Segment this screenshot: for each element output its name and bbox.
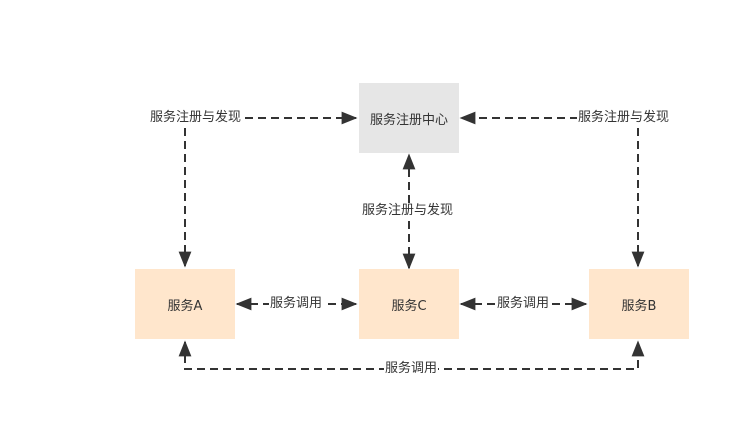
service-c-node[interactable]: 服务C xyxy=(359,269,459,339)
edge-label-b-registry: 服务注册与发现 xyxy=(577,110,671,126)
edge-a-registry xyxy=(178,111,358,268)
edge-label-a-c: 服务调用 xyxy=(269,296,324,312)
edge-label-c-b: 服务调用 xyxy=(496,296,551,312)
edge-label-a-registry: 服务注册与发现 xyxy=(149,110,243,126)
service-a-node[interactable]: 服务A xyxy=(135,269,235,339)
registry-node[interactable]: 服务注册中心 xyxy=(359,83,459,153)
edge-b-registry xyxy=(459,111,645,268)
registry-node-label: 服务注册中心 xyxy=(369,112,448,128)
service-b-node[interactable]: 服务B xyxy=(589,269,689,339)
service-b-label: 服务B xyxy=(621,298,657,314)
service-c-label: 服务C xyxy=(391,298,427,314)
edge-label-c-registry: 服务注册与发现 xyxy=(361,203,455,219)
service-a-label: 服务A xyxy=(167,298,203,314)
edge-label-a-b: 服务调用 xyxy=(384,361,439,377)
